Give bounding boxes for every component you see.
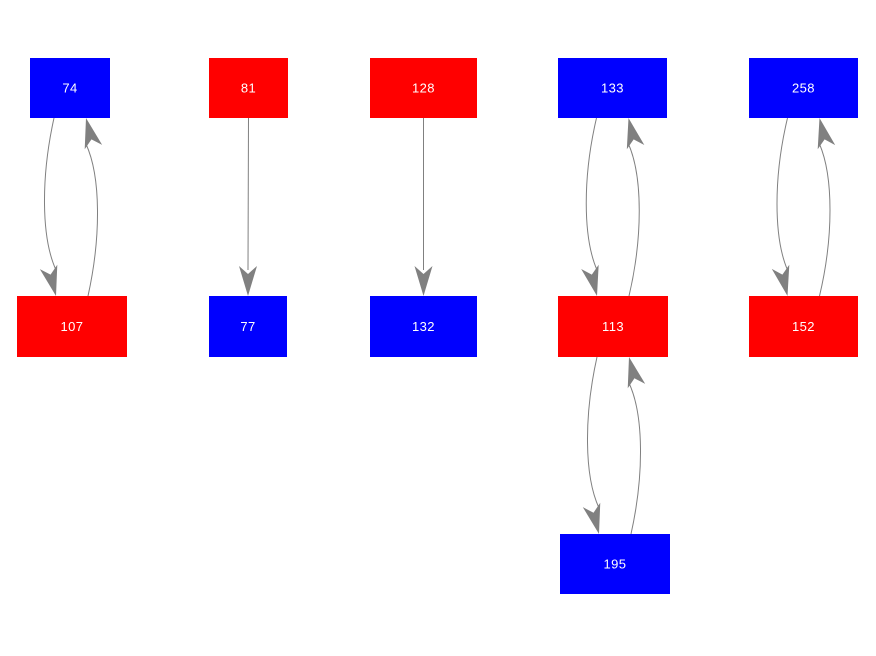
arrowhead-icon <box>626 118 645 150</box>
arrowhead-icon <box>84 118 103 150</box>
node-label: 128 <box>412 80 435 95</box>
arrowhead-icon <box>771 264 790 296</box>
edge-152-to-258 <box>817 118 836 297</box>
edge-line <box>628 143 640 297</box>
node-box[interactable] <box>749 58 858 118</box>
arrowhead-icon <box>414 266 433 296</box>
edge-113-to-133 <box>626 118 645 297</box>
edge-line <box>85 143 98 297</box>
node-133[interactable]: 133 <box>558 58 667 118</box>
node-107[interactable]: 107 <box>17 296 127 357</box>
edge-line <box>44 117 57 271</box>
node-box[interactable] <box>370 296 477 357</box>
node-label: 132 <box>412 319 435 334</box>
node-label: 258 <box>792 80 815 95</box>
nodes-layer: 74 107 81 77 128 132 133 113 195 258 152 <box>17 58 858 594</box>
node-77[interactable]: 77 <box>209 296 287 357</box>
node-113[interactable]: 113 <box>558 296 668 357</box>
node-box[interactable] <box>209 296 287 357</box>
node-label: 113 <box>602 319 624 334</box>
node-box[interactable] <box>560 534 670 594</box>
node-label: 74 <box>62 80 77 95</box>
edge-81-to-77 <box>239 117 257 296</box>
edge-line <box>776 117 788 271</box>
node-label: 133 <box>601 80 624 95</box>
node-label: 107 <box>61 319 84 334</box>
node-box[interactable] <box>558 58 667 118</box>
edge-113-to-195 <box>582 356 601 534</box>
node-box[interactable] <box>749 296 858 357</box>
arrowhead-icon <box>582 502 601 534</box>
node-74[interactable]: 74 <box>30 58 110 118</box>
node-label: 77 <box>240 319 255 334</box>
node-81[interactable]: 81 <box>209 58 288 118</box>
arrowhead-icon <box>581 264 599 296</box>
edge-line <box>587 356 600 509</box>
edges-layer <box>39 117 836 535</box>
node-195[interactable]: 195 <box>560 534 670 594</box>
node-label: 152 <box>792 319 815 334</box>
edge-258-to-152 <box>771 117 790 296</box>
edge-195-to-113 <box>627 357 646 535</box>
arrowhead-icon <box>239 266 257 296</box>
edge-line <box>819 143 831 297</box>
node-box[interactable] <box>370 58 477 118</box>
edge-74-to-107 <box>39 117 58 296</box>
edge-line <box>628 382 641 535</box>
node-box[interactable] <box>558 296 668 357</box>
node-132[interactable]: 132 <box>370 296 477 357</box>
node-128[interactable]: 128 <box>370 58 477 118</box>
node-152[interactable]: 152 <box>749 296 858 357</box>
node-label: 195 <box>604 556 627 571</box>
node-box[interactable] <box>17 296 127 357</box>
arrowhead-icon <box>627 357 646 389</box>
arrowhead-icon <box>39 264 58 296</box>
node-label: 81 <box>241 80 256 95</box>
node-box[interactable] <box>209 58 288 118</box>
edge-128-to-132 <box>414 118 433 296</box>
edge-line <box>247 117 249 271</box>
edge-line <box>585 117 598 271</box>
arrowhead-icon <box>817 118 836 150</box>
node-box[interactable] <box>30 58 110 118</box>
node-258[interactable]: 258 <box>749 58 858 118</box>
edge-107-to-74 <box>84 118 103 297</box>
edge-133-to-113 <box>581 117 599 296</box>
